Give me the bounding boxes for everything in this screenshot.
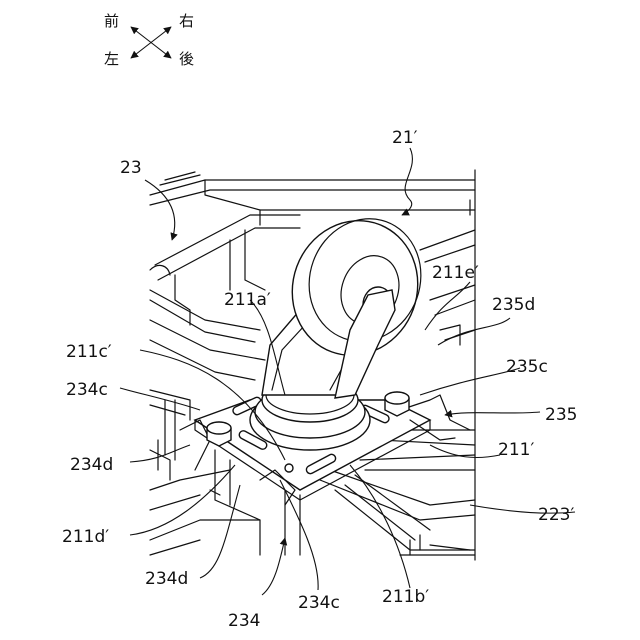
direction-rear: 後 — [179, 50, 194, 68]
label-223p: 223′ — [538, 505, 574, 525]
label-23: 23 — [120, 158, 142, 178]
label-211ep: 211e′ — [432, 263, 479, 283]
label-211dp: 211d′ — [62, 527, 109, 547]
label-234d-left: 234d — [70, 455, 113, 475]
direction-front: 前 — [104, 12, 119, 30]
direction-indicator: 前 右 左 後 — [104, 12, 194, 68]
direction-left: 左 — [104, 50, 119, 68]
label-235d: 235d — [492, 295, 535, 315]
label-211bp: 211b′ — [382, 587, 429, 607]
bolt-left — [207, 422, 231, 446]
label-234c-left: 234c — [66, 380, 108, 400]
label-211ap: 211a′ — [224, 290, 271, 310]
label-234d-bottom: 234d — [145, 569, 188, 589]
bolt-right — [385, 392, 409, 416]
label-234: 234 — [228, 611, 260, 631]
label-211p: 211′ — [498, 440, 534, 460]
label-21p: 21′ — [392, 128, 418, 148]
label-235c: 235c — [506, 357, 548, 377]
direction-right: 右 — [179, 12, 194, 30]
label-234c-bottom: 234c — [298, 593, 340, 613]
label-211cp: 211c′ — [66, 342, 112, 362]
label-235: 235 — [545, 405, 577, 425]
